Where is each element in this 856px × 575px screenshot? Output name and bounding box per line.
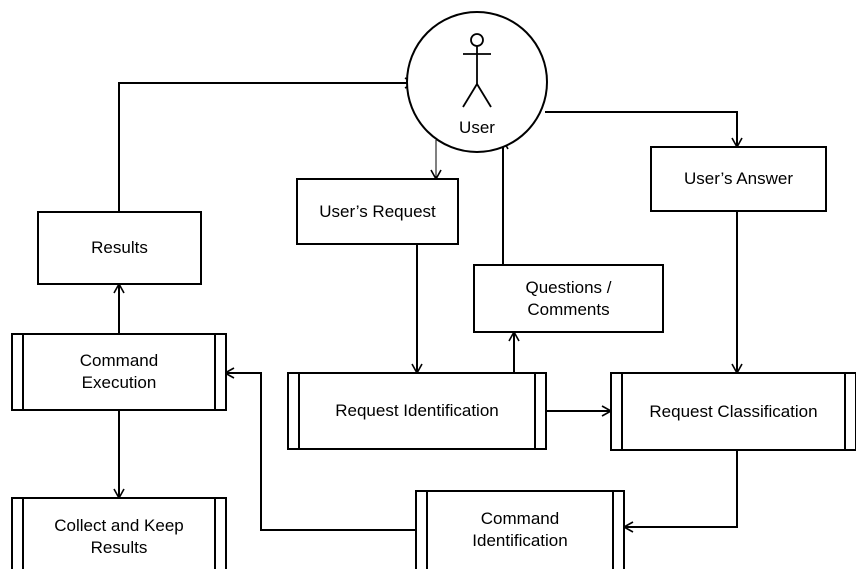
stick-figure-icon <box>462 33 492 108</box>
connector-command-identification-to-command-execution <box>223 367 416 531</box>
users-answer-box <box>650 146 827 212</box>
user-node <box>406 11 548 153</box>
request-classification-box <box>610 372 856 451</box>
users-request-box <box>296 178 459 245</box>
command-execution-box <box>11 333 227 411</box>
connector-request-classification-to-command-identification <box>622 450 738 533</box>
request-identification-box <box>287 372 547 450</box>
results-box <box>37 211 202 285</box>
collect-and-keep-results-box <box>11 497 227 569</box>
command-identification-box <box>415 490 625 569</box>
connectors <box>113 77 743 533</box>
connector-results-to-user <box>118 77 416 212</box>
connector-user-to-users-answer <box>545 111 743 149</box>
questions-comments-box <box>473 264 664 333</box>
